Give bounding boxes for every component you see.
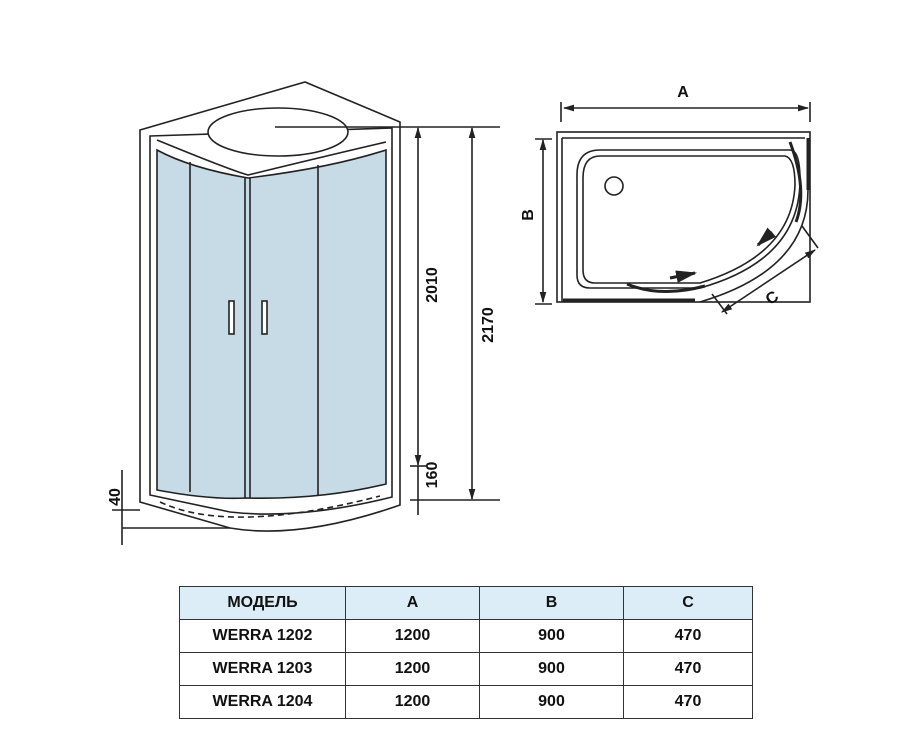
dimensions-table: МОДЕЛЬ A B C WERRA 1202 1200 900 470 WER… [179,586,753,719]
dim-40: 40 [107,488,124,506]
cell-a: 1200 [345,685,480,719]
top-view [535,102,819,315]
cell-c: 470 [623,652,753,686]
cell-b: 900 [479,685,624,719]
door-handle-left [228,300,235,335]
front-view [112,81,500,545]
glass-panel [156,148,387,500]
cell-c: 470 [623,685,753,719]
header-a: A [345,586,480,620]
cell-b: 900 [479,652,624,686]
dim-2170: 2170 [480,307,497,343]
label-b: B [520,209,537,221]
label-a: A [677,84,689,101]
header-model: МОДЕЛЬ [179,586,346,620]
cell-b: 900 [479,619,624,653]
table-row: WERRA 1203 1200 900 470 [179,652,753,686]
cell-model: WERRA 1204 [179,685,346,719]
cell-c: 470 [623,619,753,653]
cell-model: WERRA 1202 [179,619,346,653]
cell-model: WERRA 1203 [179,652,346,686]
table-row: WERRA 1204 1200 900 470 [179,685,753,719]
header-c: C [623,586,753,620]
dim-2010: 2010 [424,267,441,303]
table-row: WERRA 1202 1200 900 470 [179,619,753,653]
header-b: B [479,586,624,620]
dim-160: 160 [424,462,441,489]
cell-a: 1200 [345,619,480,653]
cell-a: 1200 [345,652,480,686]
door-handle-right [261,300,268,335]
table-header-row: МОДЕЛЬ A B C [179,586,753,620]
